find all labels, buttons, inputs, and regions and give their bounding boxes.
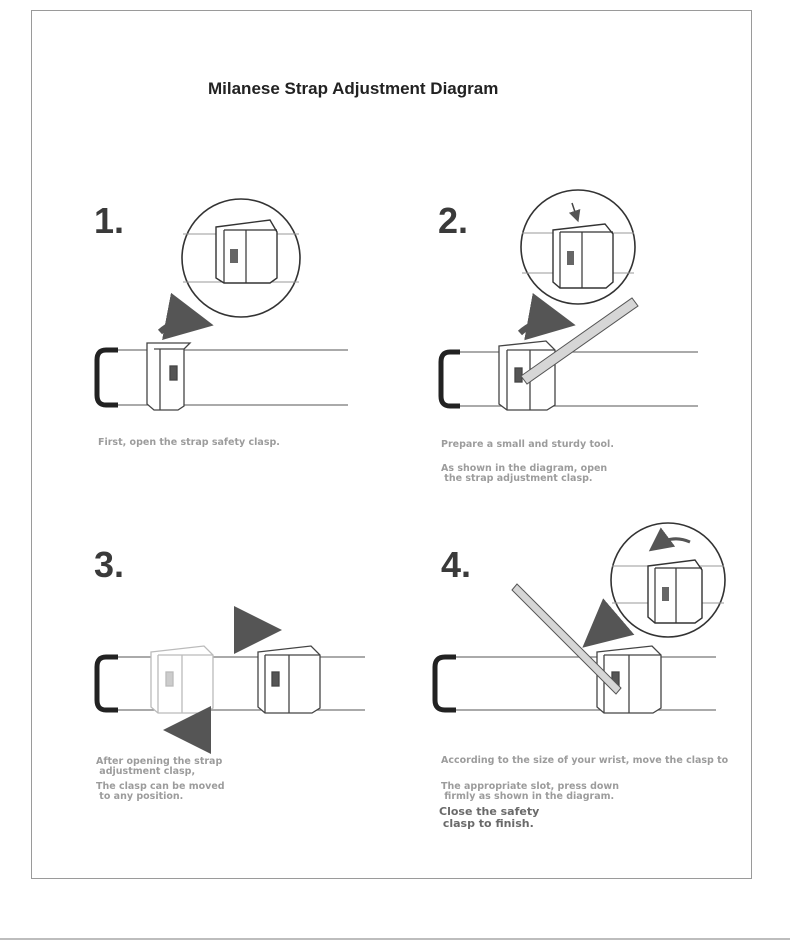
step-3-caption-1: After opening the strap adjustment clasp…: [96, 756, 223, 777]
diagram-title: Milanese Strap Adjustment Diagram: [208, 79, 499, 98]
clasp-1: [146, 342, 192, 411]
clasp-3: [257, 645, 321, 714]
bottom-divider: [0, 938, 790, 940]
tool-2: [520, 297, 639, 385]
step-2-illustration: [438, 189, 698, 411]
step-2-arrow: [517, 293, 576, 341]
step-3-illustration: [94, 606, 365, 754]
step-2-caption-2: As shown in the diagram, open the strap …: [441, 463, 608, 484]
step-3-caption-2: The clasp can be moved to any position.: [96, 781, 225, 802]
strap-1: [94, 347, 348, 408]
step-2-number: 2.: [438, 200, 469, 241]
step-1-illustration: [94, 198, 348, 411]
step-4-illustration: [432, 522, 726, 714]
step-2-caption-1: Prepare a small and sturdy tool.: [441, 439, 614, 450]
zoom-circle-1: [181, 198, 301, 318]
step-4-caption-1: According to the size of your wrist, mov…: [441, 755, 729, 766]
diagram-frame: [31, 10, 752, 879]
step-4-arrow: [582, 598, 635, 648]
strap-2: [438, 349, 698, 409]
tool-4: [511, 583, 622, 695]
step-1-number: 1.: [94, 200, 125, 241]
step-4-number: 4.: [441, 544, 472, 585]
step-1-arrow: [157, 292, 214, 340]
step-3-number: 3.: [94, 544, 125, 585]
strap-3: [94, 654, 365, 713]
zoom-circle-2: [520, 189, 636, 305]
strap-4: [432, 654, 716, 713]
step-4-caption-3: Close the safety clasp to finish.: [439, 805, 540, 830]
step-1-caption: First, open the strap safety clasp.: [98, 437, 280, 448]
clasp-4: [596, 645, 662, 714]
zoom-circle-4: [610, 522, 726, 638]
step-4-caption-2: The appropriate slot, press down firmly …: [441, 781, 619, 802]
ghost-clasp-3: [150, 645, 214, 714]
